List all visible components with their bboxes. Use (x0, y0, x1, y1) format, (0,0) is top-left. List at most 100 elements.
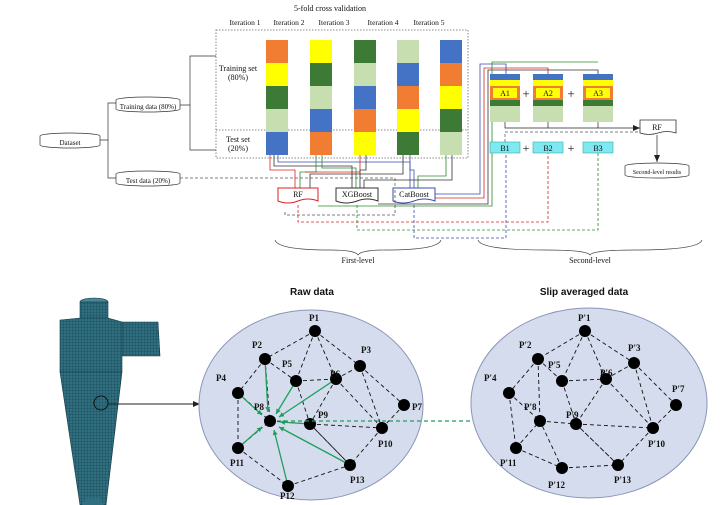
a-box-1-label: A1 (500, 89, 510, 98)
model-rf-label: RF (293, 190, 303, 199)
raw-node-p4 (232, 387, 244, 399)
second-level-results-label: Second-level results (633, 170, 682, 176)
raw-label-p6: P6 (330, 369, 340, 379)
b-box-2-label: B2 (543, 144, 552, 153)
a-box-3-label: A3 (593, 89, 603, 98)
iteration-label-1: Iteration 1 (229, 18, 260, 27)
avg-label-p3: P'3 (628, 343, 641, 353)
raw-label-p10: P10 (378, 439, 393, 449)
avg-label-p2: P'2 (519, 340, 532, 350)
raw-node-p12 (282, 480, 294, 492)
cv-title: 5-fold cross validation (294, 4, 366, 13)
training-data-cylinder: Training data (80%) (115, 96, 181, 113)
avg-label-p4: P'4 (484, 373, 497, 383)
avg-label-p12: P'12 (548, 480, 565, 490)
raw-green-arrows (237, 358, 351, 487)
plus-b-1: + (523, 141, 530, 155)
avg-node-p2 (532, 353, 544, 365)
raw-label-p1: P1 (309, 313, 319, 323)
raw-label-p9: P9 (318, 410, 328, 420)
dataset-cylinder: Dataset (39, 132, 101, 149)
b-box-1-label: B1 (500, 144, 509, 153)
raw-node-p6 (330, 373, 342, 385)
cv-frame (215, 29, 469, 159)
avg-node-p9 (570, 418, 582, 430)
avg-label-p8: P'8 (524, 402, 537, 412)
iteration-label-5: Iteration 5 (413, 18, 444, 27)
avg-label-p5: P'5 (548, 360, 561, 370)
avg-node-p10 (647, 422, 659, 434)
averaged-edges (508, 330, 677, 469)
stacking-ensemble-diagram: 5-fold cross validation Iteration 1 Iter… (39, 4, 703, 265)
avg-node-p6 (600, 373, 612, 385)
raw-node-p8 (264, 415, 276, 427)
raw-node-labels: P1 P2 P3 P4 P5 P6 P7 P8 P9 P10 P11 P12 P… (216, 313, 422, 501)
training-set-label: Training set (219, 64, 258, 73)
raw-nodes (232, 325, 410, 492)
plus-a-2: + (567, 86, 574, 101)
model-rf: RF (277, 187, 319, 204)
raw-label-p8: P8 (254, 402, 264, 412)
dataset-label: Dataset (60, 139, 81, 147)
iteration-label-2: Iteration 2 (273, 18, 304, 27)
fold-column-1 (266, 40, 288, 155)
a-box-3: A3 (583, 74, 613, 122)
training-data-label: Training data (80%) (120, 103, 177, 111)
test-set-label: Test set (226, 135, 251, 144)
fold-column-4 (397, 40, 419, 155)
raw-node-p11 (232, 442, 244, 454)
raw-label-p3: P3 (361, 345, 371, 355)
fold-to-model-connectors (269, 155, 453, 188)
first-level-brace (274, 239, 442, 256)
raw-data-title: Raw data (290, 287, 334, 298)
avg-label-p7: P'7 (672, 384, 685, 394)
fold-column-5 (440, 40, 462, 155)
avg-node-p3 (628, 357, 640, 369)
second-level-results: Second-level results (624, 162, 690, 179)
b-box-3: B3 (582, 141, 614, 154)
model-xgboost: XGBoost (335, 187, 379, 204)
test-data-cylinder: Test data (20%) (115, 170, 181, 187)
test-data-dashed-link (180, 177, 396, 188)
training-set-pct: (80%) (228, 73, 248, 82)
model-catboost-label: CatBoost (399, 190, 430, 199)
avg-node-p4 (503, 387, 515, 399)
iteration-label-3: Iteration 3 (318, 18, 349, 27)
raw-node-p10 (376, 422, 388, 434)
second-level-rf-label: RF (652, 123, 662, 132)
avg-node-p7 (670, 399, 682, 411)
second-level-label: Second-level (569, 256, 612, 265)
b-box-3-label: B3 (593, 144, 602, 153)
cyclone-probe-point (93, 395, 109, 411)
test-data-label: Test data (20%) (126, 177, 171, 185)
a-box-1: A1 (490, 74, 520, 122)
b-box-2: B2 (532, 141, 564, 154)
model-xgboost-label: XGBoost (342, 190, 373, 199)
raw-node-p2 (259, 353, 271, 365)
second-level-rf: RF (639, 119, 677, 135)
raw-label-p11: P11 (230, 458, 245, 468)
cyclone-model (59, 297, 161, 505)
fold-column-3 (354, 40, 376, 155)
averaged-data-ellipse (470, 307, 708, 499)
raw-label-p4: P4 (216, 373, 226, 383)
b-box-1: B1 (489, 141, 521, 154)
a-box-2-label: A2 (543, 89, 553, 98)
avg-node-p1 (579, 325, 591, 337)
averaged-data-title: Slip averaged data (540, 287, 629, 298)
avg-label-p13: P'13 (614, 475, 631, 485)
raw-node-p7 (398, 399, 410, 411)
test-set-pct: (20%) (228, 144, 248, 153)
raw-node-p9 (304, 418, 316, 430)
avg-node-p8 (534, 415, 546, 427)
raw-label-p2: P2 (252, 340, 262, 350)
averaged-nodes (503, 325, 682, 474)
a-box-2: A2 (533, 74, 563, 122)
averaged-node-labels: P'1 P'2 P'3 P'4 P'5 P'6 P'7 P'8 P'9 P'10… (484, 313, 685, 490)
second-level-brace (477, 239, 703, 256)
avg-label-p6: P'6 (600, 368, 613, 378)
avg-label-p1: P'1 (578, 313, 591, 323)
avg-node-p13 (612, 459, 624, 471)
raw-data-ellipse (198, 309, 424, 501)
